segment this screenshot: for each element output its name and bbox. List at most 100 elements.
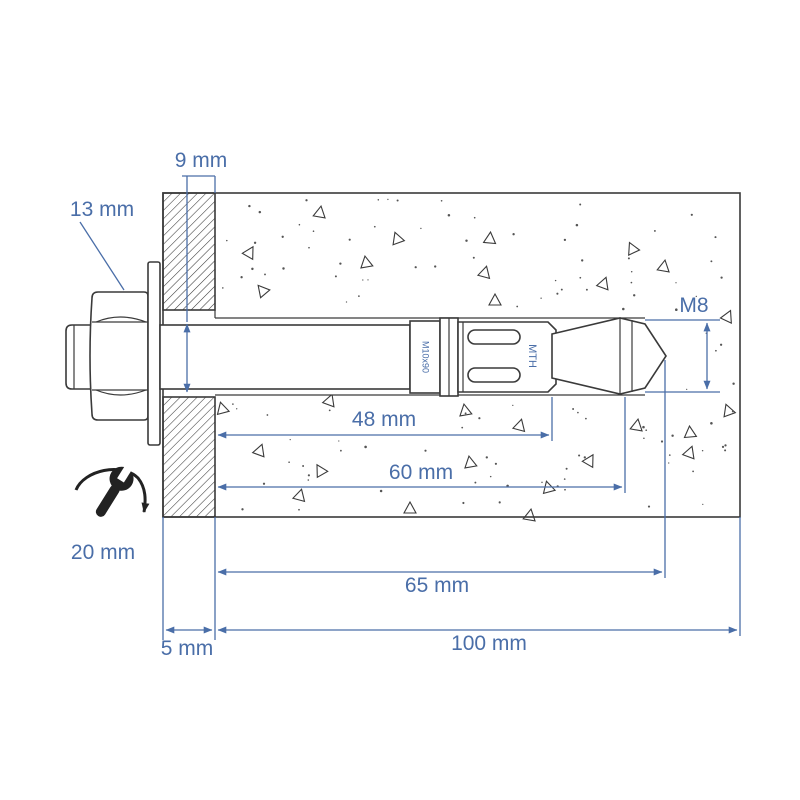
dim-48-label: 48 mm <box>352 408 416 431</box>
aggregate-dot <box>266 414 269 416</box>
aggregate-dot <box>338 440 340 442</box>
aggregate-dot <box>675 282 677 284</box>
aggregate-dot <box>447 213 451 217</box>
aggregate-mark <box>656 258 670 273</box>
anchor-code-label: M10x90 <box>421 341 431 373</box>
aggregate-dot <box>364 445 367 449</box>
aggregate-dot <box>440 199 443 202</box>
aggregate-mark <box>719 309 732 324</box>
bolt-thread-end <box>65 324 93 390</box>
aggregate-dot <box>282 267 285 270</box>
aggregate-mark <box>403 500 417 514</box>
aggregate-dot <box>312 230 315 232</box>
aggregate-mark <box>312 204 326 219</box>
aggregate-dot <box>240 276 243 279</box>
aggregate-dot <box>695 295 697 298</box>
aggregate-dot <box>379 489 383 493</box>
aggregate-mark <box>321 393 335 408</box>
aggregate-dot <box>348 238 351 241</box>
aggregate-dot <box>307 479 310 481</box>
aggregate-dot <box>358 295 360 297</box>
aggregate-dot <box>556 292 559 295</box>
aggregate-dot <box>232 403 234 405</box>
aggregate-mark <box>316 463 329 479</box>
aggregate-dot <box>334 275 337 278</box>
aggregate-dot <box>258 210 262 214</box>
aggregate-dot <box>414 266 417 269</box>
sleeve-slot-top <box>467 329 521 345</box>
aggregate-mark <box>488 292 502 306</box>
aggregate-mark <box>723 403 737 418</box>
aggregate-mark <box>681 445 695 460</box>
aggregate-mark <box>581 453 594 469</box>
aggregate-mark <box>482 230 497 245</box>
aggregate-dot <box>345 301 348 303</box>
aggregate-dot <box>498 501 501 504</box>
aggregate-dot <box>719 343 723 346</box>
aggregate-dot <box>731 410 734 413</box>
aggregate-dot <box>630 281 633 284</box>
aggregate-dot <box>461 426 464 429</box>
aggregate-dot <box>302 465 305 467</box>
aggregate-dot <box>581 259 584 262</box>
aggregate-dot <box>575 223 579 227</box>
aggregate-dot <box>489 475 492 478</box>
aggregate-dot <box>328 409 331 412</box>
aggregate-dot <box>226 239 228 242</box>
wrench-rotate-icon <box>74 464 150 517</box>
aggregate-dot <box>583 456 586 459</box>
aggregate-dot <box>671 434 674 437</box>
aggregate-dot <box>289 438 291 441</box>
dim-60-label: 60 mm <box>389 461 453 484</box>
dim-nut-leader <box>79 221 125 291</box>
aggregate-dot <box>512 404 514 407</box>
aggregate-dot <box>645 429 648 432</box>
aggregate-dot <box>472 256 475 259</box>
aggregate-dot <box>377 199 380 201</box>
aggregate-dot <box>420 227 422 230</box>
expansion-cone <box>551 317 667 395</box>
concrete-texture <box>216 198 737 522</box>
aggregate-dot <box>724 444 727 447</box>
aggregate-dot <box>362 279 364 281</box>
aggregate-mark <box>629 417 643 432</box>
aggregate-mark <box>392 231 406 246</box>
aggregate-dot <box>565 467 568 470</box>
aggregate-dot <box>642 425 645 429</box>
aggregate-dot <box>396 199 399 202</box>
aggregate-dot <box>308 246 310 249</box>
aggregate-dot <box>627 257 630 260</box>
dim-100-label: 100 mm <box>451 632 527 655</box>
aggregate-mark <box>291 488 306 503</box>
aggregate-dot <box>686 388 688 391</box>
aggregate-dot <box>541 481 543 484</box>
aggregate-mark <box>464 454 478 469</box>
aggregate-dot <box>643 437 645 439</box>
dim-nut-label: 13 mm <box>70 198 134 221</box>
aggregate-mark <box>595 276 609 291</box>
aggregate-dot <box>702 503 704 506</box>
aggregate-dot <box>298 223 301 226</box>
aggregate-dot <box>630 270 633 273</box>
aggregate-dot <box>462 501 465 505</box>
aggregate-mark <box>522 507 536 522</box>
aggregate-dot <box>281 235 284 238</box>
bolt-shaft <box>159 324 411 390</box>
aggregate-dot <box>714 236 717 239</box>
aggregate-dot <box>236 408 238 410</box>
fixture-plate-bottom <box>162 396 216 518</box>
aggregate-dot <box>339 262 342 265</box>
aggregate-dot <box>579 276 582 279</box>
aggregate-mark <box>511 418 526 433</box>
aggregate-dot <box>690 213 693 216</box>
brand-label: MTH <box>526 344 538 368</box>
aggregate-dot <box>578 454 581 457</box>
aggregate-mark <box>257 284 271 299</box>
aggregate-dot <box>540 297 542 299</box>
aggregate-dot <box>653 229 656 232</box>
wrench-icon <box>95 464 134 517</box>
aggregate-dot <box>288 461 290 463</box>
dim-top-label: 9 mm <box>175 149 228 172</box>
aggregate-dot <box>424 449 427 452</box>
